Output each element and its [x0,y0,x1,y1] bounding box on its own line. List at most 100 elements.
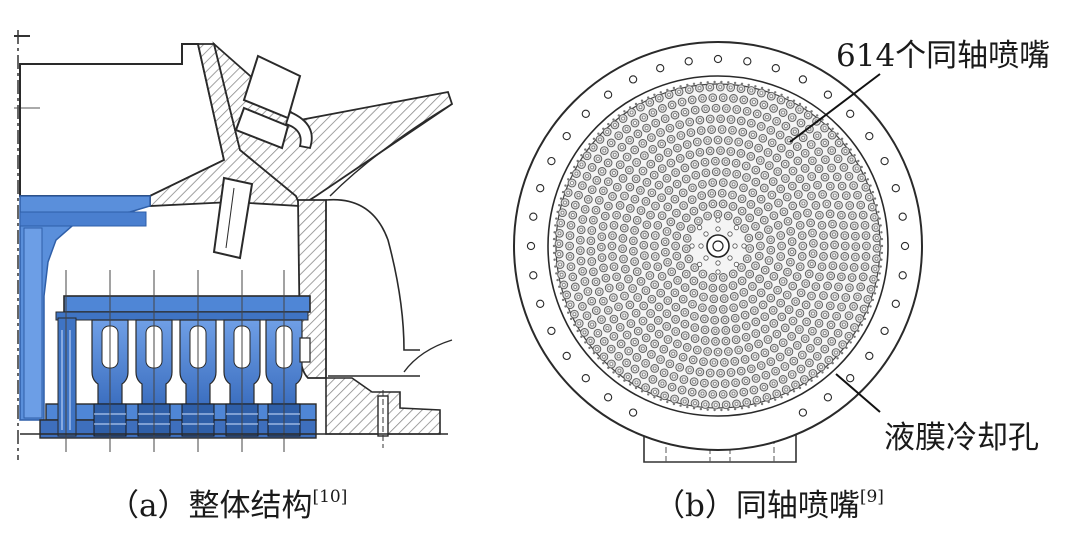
nozzle-core [814,284,818,289]
nozzle-core [783,176,788,181]
nozzle-core [752,100,756,104]
nozzle-core [819,365,823,369]
nozzle-core [775,169,780,174]
nozzle-core [655,264,660,269]
nozzle-core [857,316,862,321]
nozzle-core [785,195,790,199]
nozzle-core [648,213,653,217]
nozzle-core [853,244,858,249]
nozzle-core [619,342,623,346]
nozzle-core [613,123,617,127]
nozzle-core [763,268,768,272]
nozzle-core [753,224,758,229]
nozzle-core [740,130,745,134]
film-cooling-hole [597,357,600,360]
film-cooling-hole [699,81,703,85]
nozzle-core [602,148,607,153]
nozzle-core [663,250,668,254]
nozzle-core [633,197,637,201]
nozzle-core [799,121,803,125]
nozzle-core [730,128,735,133]
nozzle-core [660,166,665,171]
film-cooling-hole [628,106,632,109]
nozzle-core [591,269,596,274]
nozzle-core [703,160,707,164]
nozzle-core [674,305,678,309]
nozzle-core [723,159,728,164]
nozzle-core [724,339,728,343]
film-cooling-hole [628,383,632,386]
nozzle-core [762,314,767,319]
nozzle-core [771,106,776,111]
film-cooling-hole [558,204,561,207]
film-cooling-hole [561,190,565,194]
film-cooling-hole [780,396,783,399]
film-cooling-hole [810,110,813,113]
film-cooling-hole [871,298,875,302]
film-cooling-hole [754,404,757,407]
nozzle-core [690,98,695,102]
film-cooling-hole [774,91,777,94]
nozzle-core [726,214,731,218]
nozzle-core [759,290,763,295]
nozzle-core [665,298,670,303]
nozzle-core [591,218,596,222]
nozzle-core [770,141,775,145]
nozzle-core [763,327,767,331]
nozzle-core [745,109,749,114]
film-cooling-hole [720,80,723,84]
nozzle-core [801,201,806,206]
nozzle-core [817,321,821,326]
nozzle-core [790,250,794,254]
bolt-hole [529,212,538,221]
nozzle-core [781,110,785,115]
nozzle-core [680,100,684,104]
nozzle-core [782,210,786,214]
nozzle-core [803,336,808,341]
nozzle-core [693,401,697,406]
nozzle-core [849,157,854,162]
nozzle-core [839,213,844,217]
film-cooling-hole [821,371,824,374]
nozzle-core [852,265,856,270]
nozzle-core [718,85,723,89]
film-cooling-hole [580,335,583,338]
nozzle-core [832,294,837,299]
nozzle-core [658,357,663,362]
film-cooling-hole [558,285,561,288]
nozzle-core [663,240,668,244]
nozzle-core [561,283,566,287]
nozzle-core [662,393,667,398]
film-cooling-hole [804,383,808,386]
nozzle-core [762,103,766,107]
nozzle-core [699,193,704,198]
nozzle-core [774,391,779,396]
nozzle-core [816,302,821,307]
nozzle-core [705,349,710,354]
nozzle-core [797,107,802,112]
nozzle-core [757,234,762,238]
nozzle-core [606,161,610,165]
film-cooling-hole [617,375,620,378]
nozzle-core [629,110,634,115]
nozzle-core [744,400,749,405]
nozzle-core [598,137,602,142]
bolt-hole [900,241,910,251]
nozzle-core [709,127,714,132]
nozzle-core [776,201,781,205]
nozzle-core [743,313,747,317]
film-cooling-hole [597,132,600,135]
film-cooling-hole [871,190,875,194]
nozzle-core [869,287,873,292]
nozzle-core [645,223,649,227]
nozzle-core [741,302,746,307]
film-cooling-hole [679,85,682,88]
nozzle-core [836,331,840,336]
nozzle-core [594,178,599,183]
nozzle-core [729,370,733,375]
bolt-hole [771,64,780,73]
nozzle-core [783,326,788,330]
nozzle-core [698,370,702,374]
film-cooling-hole [612,371,615,374]
nozzle-core [781,340,786,345]
